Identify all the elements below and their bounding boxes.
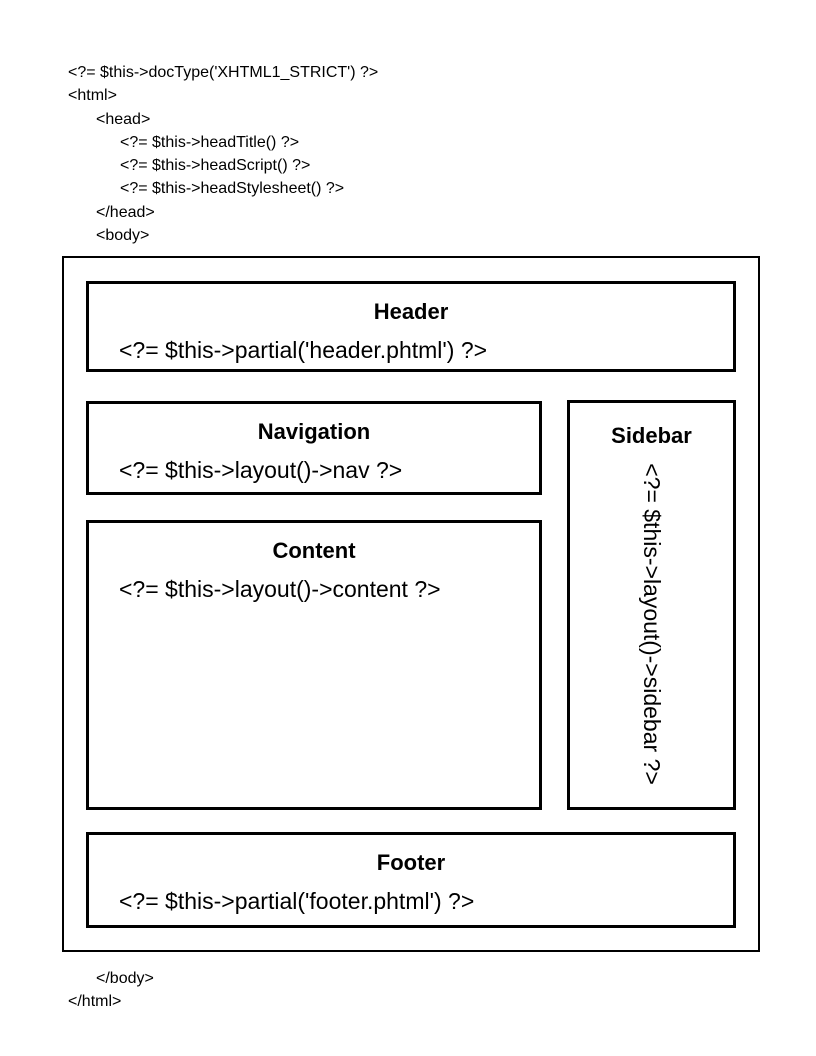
sidebar-region-box: Sidebar <?= $this->layout()->sidebar ?> [567,400,736,810]
code-line-head-stylesheet: <?= $this->headStylesheet() ?> [120,180,345,198]
header-region-title: Header [373,299,449,324]
code-line-head-open: <head> [96,110,151,128]
code-line-body-close: </body> [96,970,154,987]
content-region-title: Content [272,538,356,563]
code-line-head-close: </head> [96,203,155,221]
footer-region-code: <?= $this->partial('footer.phtml') ?> [119,888,475,914]
code-line-head-script: <?= $this->headScript() ?> [120,157,311,175]
code-line-html-open: <html> [68,87,117,105]
header-region-code: <?= $this->partial('header.phtml') ?> [119,337,488,363]
navigation-region-title: Navigation [257,419,371,444]
sidebar-region-title: Sidebar [611,423,692,448]
code-line-body-open: <body> [96,227,150,245]
header-region-box: Header <?= $this->partial('header.phtml'… [86,281,736,372]
sidebar-region-code: <?= $this->layout()->sidebar ?> [638,463,665,785]
code-line-head-title: <?= $this->headTitle() ?> [120,133,300,151]
footer-region-box: Footer <?= $this->partial('footer.phtml'… [86,832,736,928]
content-region-box: Content <?= $this->layout()->content ?> [86,520,542,810]
layout-script-closing-code: </body> </html> [68,967,154,1014]
body-layout-frame: Header <?= $this->partial('header.phtml'… [62,256,760,952]
footer-region-title: Footer [376,850,446,875]
layout-script-head-code: <?= $this->docType('XHTML1_STRICT') ?> <… [68,61,378,247]
code-line-html-close: </html> [68,993,122,1011]
navigation-region-box: Navigation <?= $this->layout()->nav ?> [86,401,542,495]
content-region-code: <?= $this->layout()->content ?> [119,576,441,602]
code-line-doctype: <?= $this->docType('XHTML1_STRICT') ?> [68,64,379,81]
navigation-region-code: <?= $this->layout()->nav ?> [119,457,403,483]
